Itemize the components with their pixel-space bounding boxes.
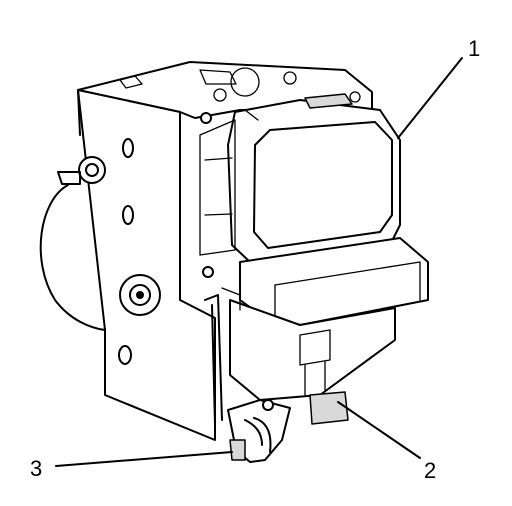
callout-label-3: 3 <box>30 456 42 481</box>
leader-lines <box>55 57 463 467</box>
callout-label-1: 1 <box>468 36 480 61</box>
control-module-cover <box>199 93 401 263</box>
leader-line-3 <box>55 451 233 467</box>
callout-label-2: 2 <box>424 458 436 483</box>
pump-motor <box>39 184 106 331</box>
wiring-bracket <box>200 112 241 426</box>
wiring-connector <box>227 399 291 463</box>
leader-line-1 <box>397 57 463 139</box>
connector-housing <box>229 237 429 425</box>
hydraulic-block <box>57 61 373 441</box>
leader-line-2 <box>337 401 421 459</box>
